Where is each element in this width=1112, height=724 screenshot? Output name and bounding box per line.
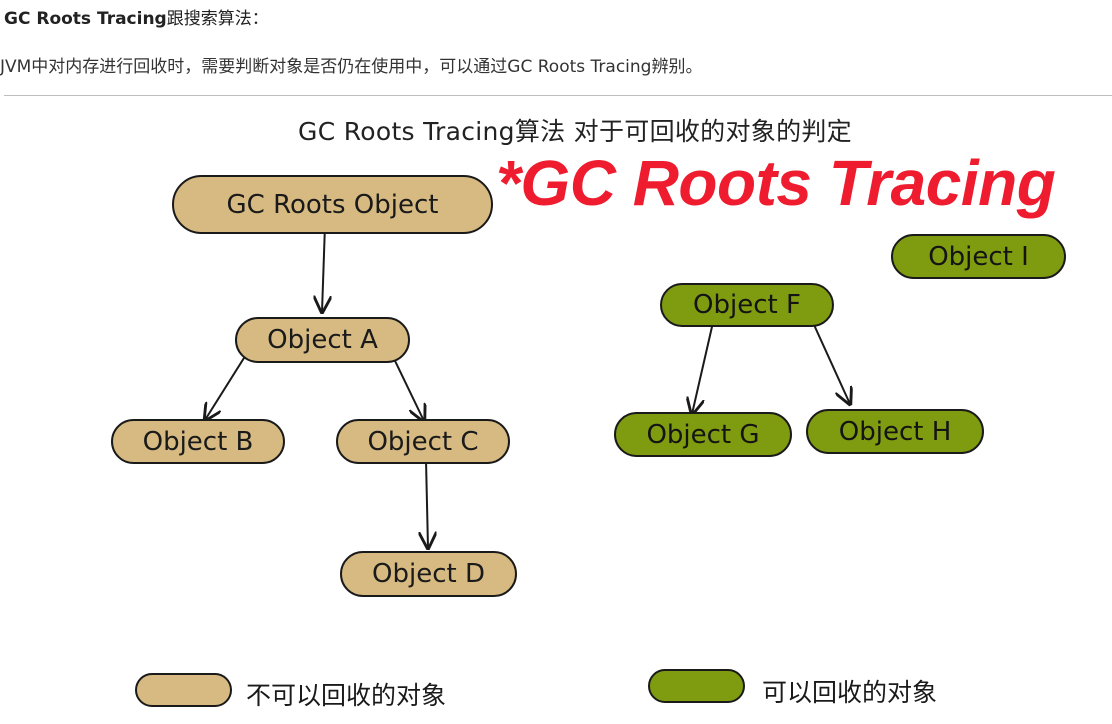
watermark: *GC Roots Tracing — [496, 147, 1056, 219]
section-heading-rest: 跟搜索算法： — [166, 9, 269, 29]
legend-swatch-not-collectable — [135, 673, 232, 707]
node-object-b: Object B — [111, 419, 285, 464]
node-object-g: Object G — [614, 412, 792, 457]
section-heading-bold: GC Roots Tracing — [4, 9, 167, 29]
edge-f-g — [692, 317, 715, 414]
node-gc-roots-object: GC Roots Object — [172, 175, 493, 234]
node-object-a: Object A — [235, 317, 410, 363]
node-object-d: Object D — [340, 551, 517, 597]
node-object-f: Object F — [660, 283, 834, 327]
legend-label-collectable: 可以回收的对象 — [762, 678, 938, 707]
edge-root-a — [322, 224, 325, 312]
edge-f-h — [809, 315, 850, 404]
edge-a-b — [205, 349, 250, 420]
edge-c-d — [426, 459, 428, 548]
diagram-title: GC Roots Tracing算法 对于可回收的对象的判定 — [298, 117, 852, 146]
divider — [4, 95, 1112, 96]
intro-paragraph: JVM中对内存进行回收时，需要判断对象是否仍在使用中，可以通过GC Roots … — [0, 57, 703, 77]
legend-label-not-collectable: 不可以回收的对象 — [246, 681, 447, 710]
node-object-h: Object H — [806, 409, 984, 454]
legend-swatch-collectable — [648, 669, 745, 703]
section-heading: GC Roots Tracing跟搜索算法： — [4, 4, 269, 29]
node-object-c: Object C — [336, 419, 510, 464]
node-object-i: Object I — [891, 234, 1066, 279]
